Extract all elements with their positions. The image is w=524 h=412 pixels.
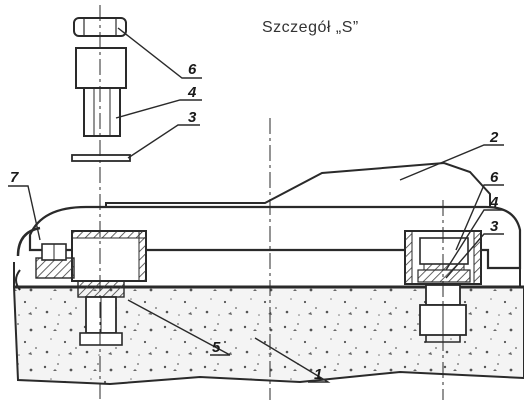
callout-4-right: 4 [490,194,499,211]
callout-2: 2 [490,129,499,146]
callout-3-top: 3 [188,109,197,126]
callout-5: 5 [212,339,221,356]
callout-1: 1 [314,366,323,383]
exploded-bolt-detail [71,17,131,162]
callout-6-top: 6 [188,61,197,78]
leader-lines [8,27,504,383]
callout-3-right: 3 [490,218,499,235]
left-pocket-section [71,230,147,282]
callout-6-right: 6 [490,169,499,186]
left-anchor-assembly [15,243,125,346]
callout-7: 7 [10,169,19,186]
detail-title: Szczegół „S” [262,19,359,36]
base-plate-part-2 [13,161,522,288]
callout-4-top: 4 [188,84,197,101]
centre-lines [99,5,444,400]
